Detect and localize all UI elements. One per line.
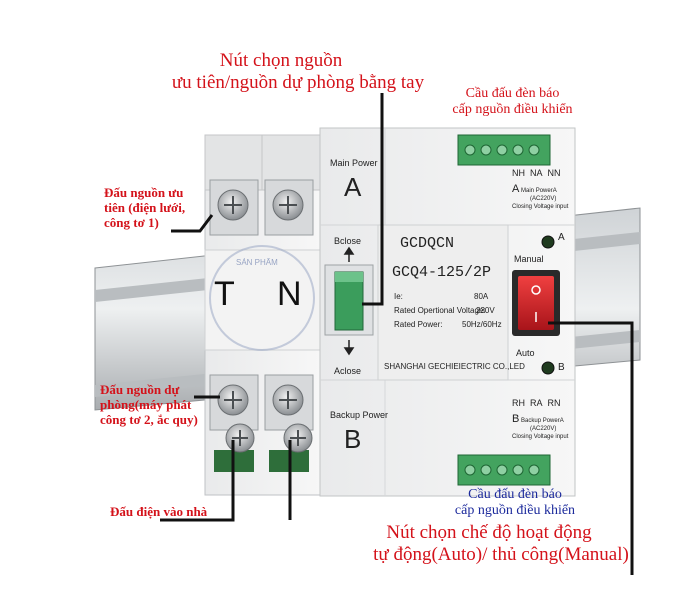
voltage-label: Rated Opertional Voltage: xyxy=(394,306,486,315)
auto-text: Auto xyxy=(516,348,535,358)
terminal-top-labels: NH NA NN xyxy=(512,168,561,178)
letter-b: B xyxy=(344,424,362,454)
rated-power-value: 50Hz/60Hz xyxy=(462,320,502,329)
watermark-stamp xyxy=(209,245,315,351)
backup-source-label: Đấu nguồn dự phòng(máy phát công tơ 2, ắ… xyxy=(100,382,198,427)
maker-text: SHANGHAI GECHIEIECTRIC CO.,LED xyxy=(384,362,525,371)
arrow-icons xyxy=(343,246,355,356)
bottom-terminal-label: Cầu đấu đèn báo cấp nguồn điều khiển xyxy=(454,487,576,519)
bclose-text: Bclose xyxy=(334,236,362,246)
bottom-terminal-block xyxy=(457,454,551,486)
priority-source-label: Đấu nguồn ưu tiên (điện lưới, công tơ 1) xyxy=(104,185,186,230)
aclose-text: Aclose xyxy=(334,366,362,376)
rated-power-label: Rated Power: xyxy=(394,320,443,329)
indicator-led-a xyxy=(541,235,555,249)
breaker-module xyxy=(204,134,321,496)
pole-n: N xyxy=(277,275,302,313)
ie-label: Ie: xyxy=(394,292,403,301)
brand-text: GCDQCN xyxy=(400,235,455,252)
main-power-text: Main Power xyxy=(330,158,378,168)
letter-a: A xyxy=(344,172,362,202)
voltage-value: 230V xyxy=(476,306,495,315)
backup-power-text: Backup Power xyxy=(330,410,389,420)
house-output-label: Đấu điện vào nhà xyxy=(110,504,208,519)
ie-value: 80A xyxy=(474,292,489,301)
model-text: GCQ4-125/2P xyxy=(392,264,492,281)
pole-t: T xyxy=(214,275,235,313)
indicator-led-b xyxy=(541,361,555,375)
source-lever[interactable] xyxy=(324,264,374,336)
top-terminal-label: Cầu đấu đèn báo cấp nguồn điều khiển xyxy=(452,86,573,118)
terminal-bottom-info: B Backup PowerA (AC220V) Closing Voltage… xyxy=(512,413,569,441)
manual-source-label: Nút chọn nguồn ưu tiên/nguồn dự phòng bằ… xyxy=(171,50,425,93)
terminal-top-info: A Main PowerA (AC220V) Closing Voltage i… xyxy=(512,183,569,211)
indicator-b-text: B xyxy=(558,362,565,373)
watermark-text: SẢN PHẨM xyxy=(236,258,278,267)
mode-switch[interactable] xyxy=(512,270,560,336)
leader-lines xyxy=(160,93,634,575)
terminal-bottom-labels: RH RA RN xyxy=(512,398,561,408)
indicator-a-text: A xyxy=(558,232,565,243)
top-terminal-block xyxy=(457,134,551,166)
mode-switch-label: Nút chọn chế độ hoạt động tự động(Auto)/… xyxy=(373,522,629,565)
manual-text: Manual xyxy=(514,254,544,264)
